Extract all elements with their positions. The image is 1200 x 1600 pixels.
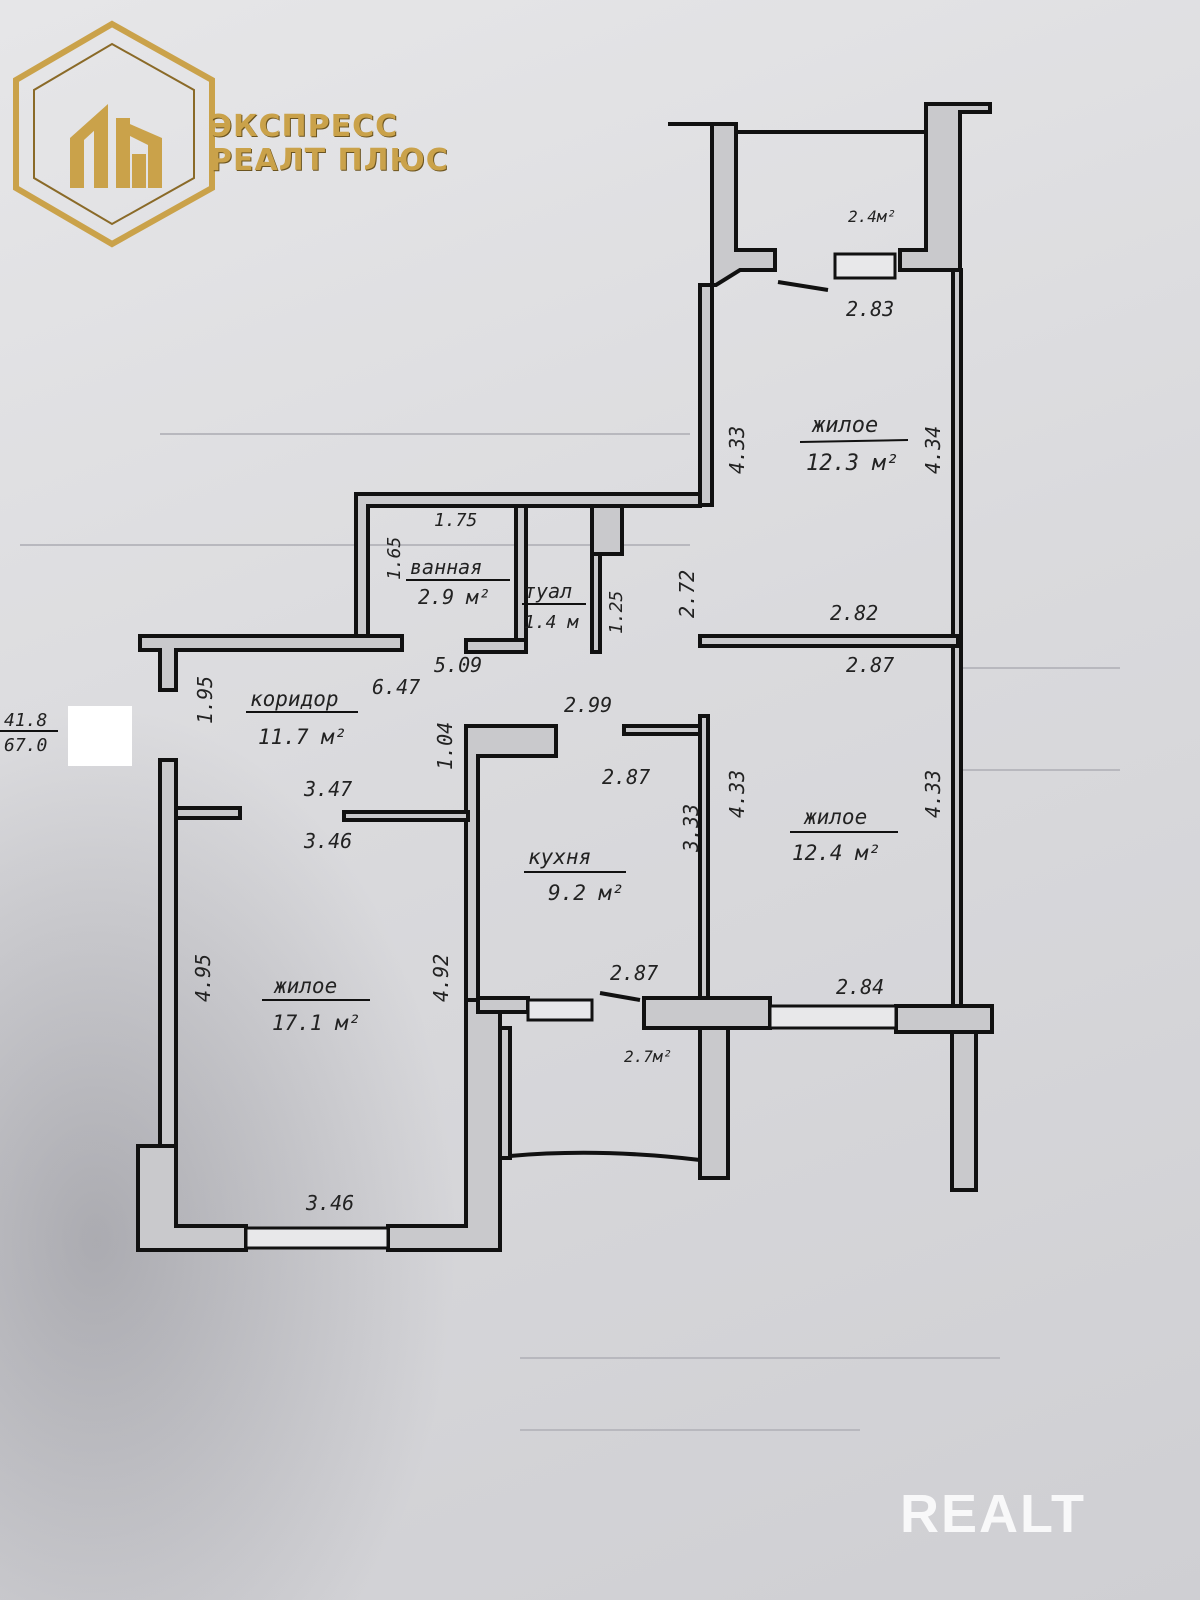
balcony-bottom-area: 2.7м² [624, 1047, 672, 1066]
window-kitchen [526, 998, 594, 1022]
area-note-top: 41.8 [4, 710, 47, 731]
bedroom-top-rule [799, 439, 909, 443]
wall-corridor-upper [138, 634, 404, 692]
dim-3-33: 3.33 [679, 804, 703, 853]
dim-4-33-mid: 4.33 [725, 770, 749, 818]
dim-3-47: 3.47 [303, 777, 352, 801]
door-leaf-top [777, 280, 829, 292]
realt-watermark: REALT [900, 1484, 1086, 1544]
dim-1-95: 1.95 [193, 676, 217, 724]
wall-kitchen-bottom [476, 996, 530, 1014]
dim-2-99: 2.99 [564, 693, 612, 717]
dim-4-92: 4.92 [429, 954, 453, 1002]
wall-living-bottom [136, 1144, 248, 1252]
corridor-area: 11.7 м² [258, 725, 347, 749]
wall-kitchen-bottom-right [642, 996, 772, 1030]
dim-2-87-b: 2.87 [602, 765, 650, 789]
dim-1-65: 1.65 [384, 537, 405, 580]
wall-toilet-right-thin [590, 552, 602, 654]
room-labels: 2.4м² жилое 12.3 м² ванная 2.9 м² туал 1… [246, 207, 909, 1066]
company-logo: ЭКСПРЕСС РЕАЛТ ПЛЮС [12, 18, 492, 250]
dim-4-33-top: 4.33 [725, 426, 749, 474]
windows [244, 130, 926, 1250]
hand-shadow [0, 700, 460, 1600]
wall-balcony-right [898, 102, 992, 272]
wall-balcony-left [668, 122, 777, 507]
blank-sticker [68, 706, 132, 766]
area-note-bottom: 67.0 [4, 735, 47, 756]
bedroom-mid-area: 12.4 м² [792, 841, 881, 865]
dim-2-82: 2.82 [830, 601, 878, 625]
wall-left-outer [136, 758, 178, 1164]
dim-3-46-b: 3.46 [305, 1191, 354, 1215]
dim-2-83: 2.83 [846, 297, 894, 321]
wall-balcony2-left [498, 1026, 512, 1160]
dim-4-33-right: 4.33 [921, 770, 945, 818]
bedroom-mid-name: жилое [803, 805, 867, 829]
dimension-labels: 2.83 4.33 4.34 1.75 1.65 2.72 1.25 2.82 … [191, 297, 945, 1215]
bath-name: ванная [410, 555, 482, 579]
dim-5-09: 5.09 [434, 653, 482, 677]
dim-2-87-c: 2.87 [610, 961, 658, 985]
kitchen-name: кухня [528, 845, 591, 869]
dim-2-72: 2.72 [675, 570, 699, 618]
wall-balcony2-right [698, 1026, 730, 1180]
balcony-bottom-rail [509, 1150, 701, 1162]
window-bedroom [768, 1004, 898, 1030]
toilet-area: 1.4 м [524, 612, 579, 633]
window-balcony-top [833, 252, 897, 280]
bedroom-top-name: жилое [811, 413, 878, 438]
dim-4-34: 4.34 [921, 426, 945, 474]
logo-text: ЭКСПРЕСС РЕАЛТ ПЛЮС [210, 110, 449, 178]
dim-2-87-a: 2.87 [846, 653, 894, 677]
balcony-top-area: 2.4м² [848, 207, 896, 226]
dim-1-25: 1.25 [606, 591, 627, 634]
corridor-name: коридор [250, 687, 339, 711]
bath-area: 2.9 м² [418, 585, 490, 609]
dim-1-75: 1.75 [434, 510, 477, 531]
background-print-lines [20, 433, 1120, 1431]
wall-right-bottom [950, 1030, 978, 1192]
dim-6-47: 6.47 [372, 675, 420, 699]
wall-bedroom-bottom [894, 1004, 994, 1034]
kitchen-area: 9.2 м² [548, 881, 624, 905]
wall-living-bottom-right [386, 998, 502, 1252]
logo-line-2: РЕАЛТ ПЛЮС [210, 143, 449, 178]
wall-toilet-right [590, 504, 624, 556]
walls [136, 102, 994, 1252]
wall-kitchen-right [698, 714, 710, 1004]
living-area: 17.1 м² [272, 1011, 361, 1035]
logo-line-1: ЭКСПРЕСС [210, 109, 399, 144]
wall-corridor-living [342, 810, 470, 822]
door-leaf-kitchen [599, 991, 641, 1002]
area-note: 41.8 67.0 [0, 710, 58, 756]
logo-emblem-icon [13, 20, 215, 248]
wall-bedroom-divider [698, 634, 960, 648]
wall-bath-stub [464, 638, 528, 654]
wall-kitchen-top-right [622, 724, 706, 736]
window-living [244, 1226, 390, 1250]
dim-4-95: 4.95 [191, 954, 215, 1002]
bedroom-top-area: 12.3 м² [806, 451, 899, 476]
living-name: жилое [273, 974, 337, 998]
dim-3-46-a: 3.46 [303, 829, 352, 853]
wall-entry-stub [174, 806, 242, 820]
dim-1-04: 1.04 [433, 722, 457, 770]
dim-2-84: 2.84 [836, 975, 884, 999]
toilet-name: туал [524, 579, 572, 603]
